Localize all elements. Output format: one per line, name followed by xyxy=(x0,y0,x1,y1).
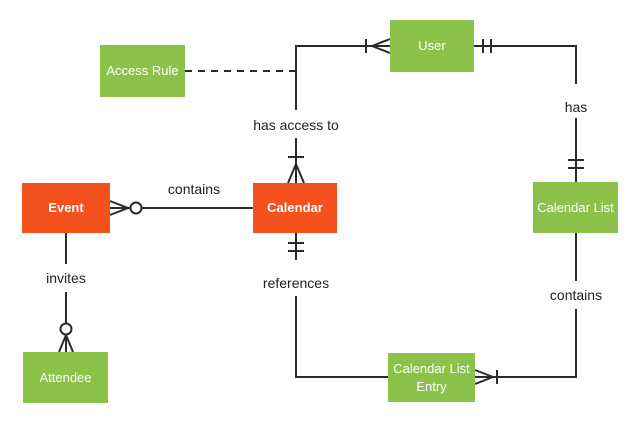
entity-label: User xyxy=(418,38,446,54)
entity-label: Attendee xyxy=(39,369,92,385)
relationship-label-invites: invites xyxy=(46,270,86,286)
connector-entry-calendar-list xyxy=(475,233,577,378)
crow-foot-many-icon xyxy=(287,163,305,184)
entity-attendee[interactable]: Attendee xyxy=(23,352,108,403)
entity-calendar-list[interactable]: Calendar List xyxy=(533,182,618,233)
connector-user-calendar xyxy=(295,45,390,183)
relationship-label-references: references xyxy=(262,275,330,291)
entity-label: Calendar List Entry xyxy=(393,360,470,394)
entity-label: Event xyxy=(48,200,84,216)
relationship-label-contains-top: contains xyxy=(167,181,221,197)
zero-circle-marker xyxy=(59,322,73,336)
zero-circle-marker xyxy=(129,201,143,215)
connector-user-calendar-list xyxy=(474,45,577,182)
crow-foot-many-icon xyxy=(58,334,74,353)
crow-foot-many-icon xyxy=(371,38,391,54)
exactly-one-marker xyxy=(482,39,492,53)
entity-calendar[interactable]: Calendar xyxy=(253,183,337,233)
entity-label: Access Rule xyxy=(106,63,179,79)
crow-foot-many-icon xyxy=(109,200,129,216)
relationship-label-contains-right: contains xyxy=(549,287,603,303)
relationship-label-has-access-to: has access to xyxy=(253,117,339,133)
entity-user[interactable]: User xyxy=(390,20,474,72)
exactly-one-marker xyxy=(288,242,304,252)
entity-access-rule[interactable]: Access Rule xyxy=(100,45,185,97)
exactly-one-marker xyxy=(568,159,584,169)
relationship-label-has: has xyxy=(564,99,588,115)
entity-label: Calendar List xyxy=(537,199,614,215)
entity-event[interactable]: Event xyxy=(22,183,110,233)
entity-calendar-list-entry[interactable]: Calendar List Entry xyxy=(388,353,475,402)
connector-calendar-list-entry xyxy=(295,233,388,378)
entity-label: Calendar xyxy=(267,200,323,216)
crow-foot-many-icon xyxy=(474,369,494,385)
